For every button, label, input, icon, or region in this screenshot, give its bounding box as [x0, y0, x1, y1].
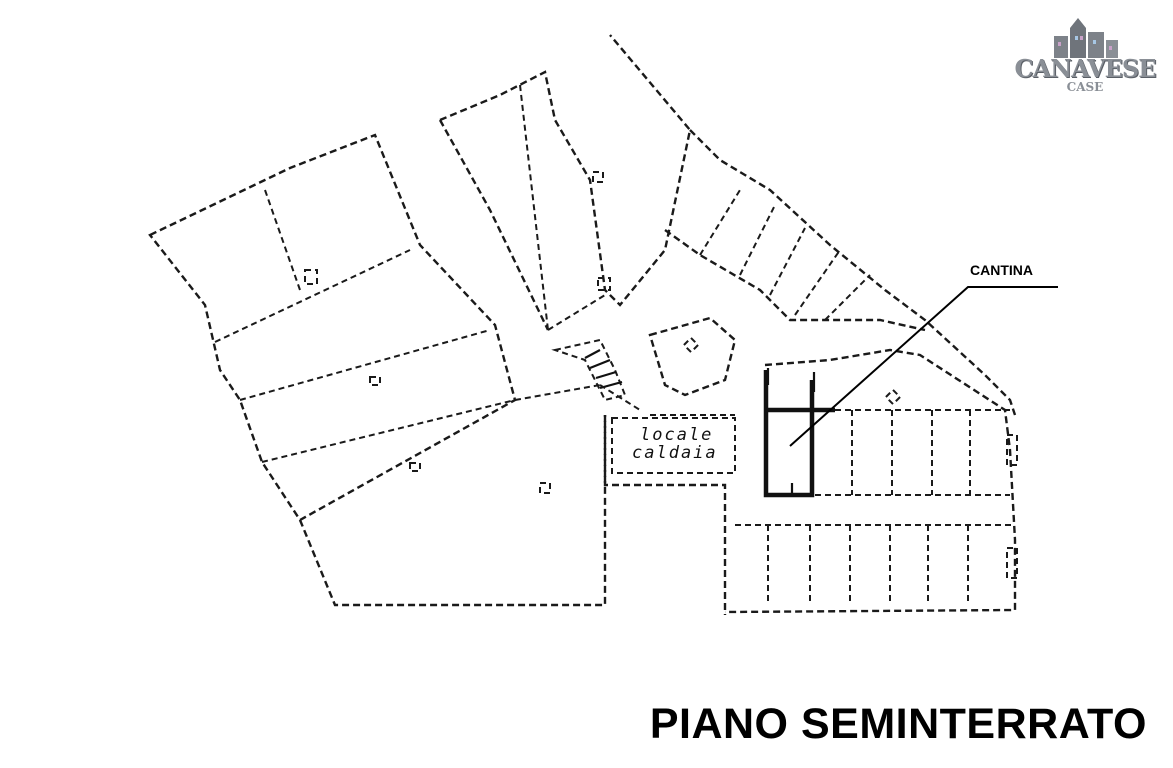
cantina-unit	[763, 368, 835, 498]
boiler-room: locale caldaia	[603, 414, 736, 615]
cantina-callout-label: CANTINA	[970, 262, 1033, 278]
boiler-room-label-line1: locale	[640, 425, 713, 445]
boiler-room-label-line2: caldaia	[632, 443, 718, 463]
cantina-callout: CANTINA	[789, 262, 1058, 447]
east-storage-walls	[724, 348, 1018, 614]
logo-subword: CASE	[1066, 80, 1104, 94]
central-rooms-walls	[551, 316, 737, 411]
northeast-storage-walls	[664, 129, 1017, 416]
west-wing-walls	[148, 133, 607, 607]
houses-icon	[1054, 18, 1118, 58]
logo-word: CANAVESE	[1014, 54, 1156, 83]
north-wing-walls	[438, 34, 692, 331]
company-logo: CANAVESE CASE	[1010, 14, 1160, 104]
page-title: PIANO SEMINTERRATO	[649, 700, 1147, 748]
